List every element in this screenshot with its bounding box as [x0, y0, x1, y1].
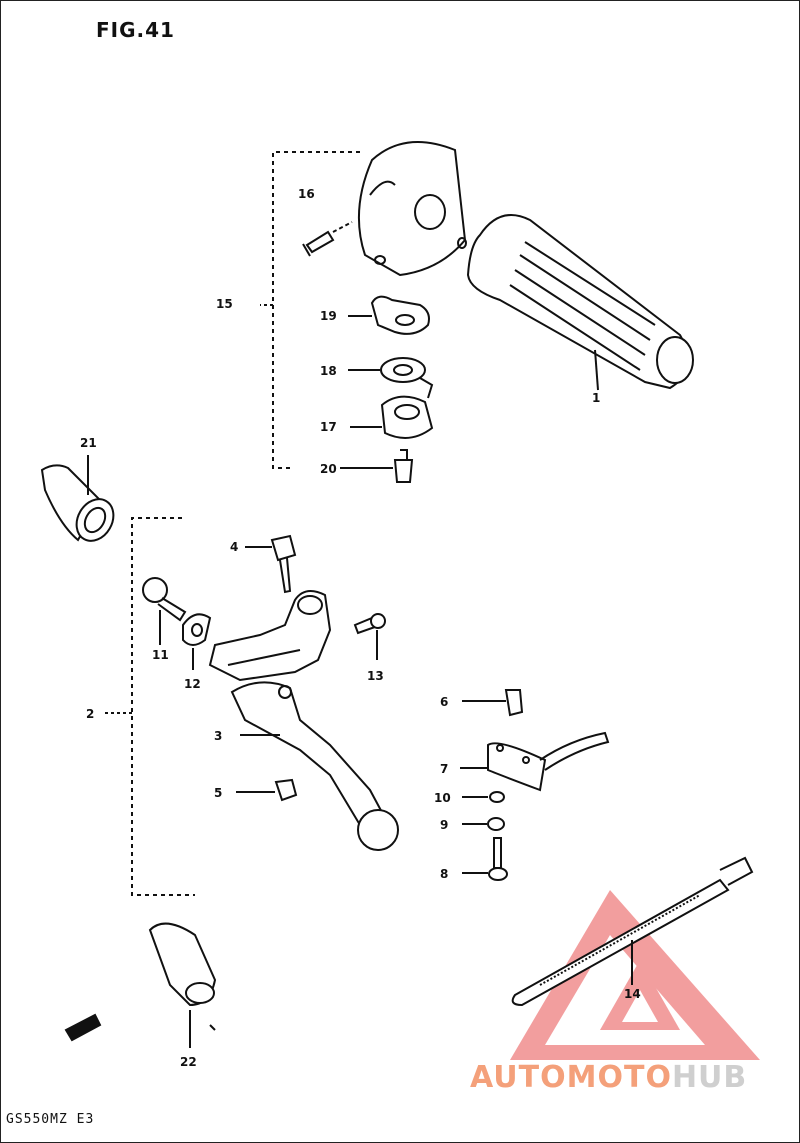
callout-7: 7 — [440, 762, 448, 776]
callout-17: 17 — [320, 420, 337, 434]
watermark-text-part2: HUB — [671, 1060, 748, 1095]
bracket-2 — [131, 517, 195, 896]
lever-holder — [208, 590, 332, 682]
callout-labels: 1 2 3 4 5 6 7 8 9 10 11 12 13 14 15 16 1… — [80, 187, 641, 1069]
part-18-washer — [348, 357, 434, 399]
callout-22: 22 — [180, 1055, 197, 1069]
nut-5 — [236, 778, 298, 802]
part-20-screw — [340, 449, 414, 483]
nut-12 — [182, 613, 212, 670]
callout-8: 8 — [440, 867, 448, 881]
model-code: GS550MZ E3 — [6, 1112, 95, 1127]
callout-1: 1 — [592, 391, 600, 405]
watermark-logo — [510, 890, 760, 1060]
part-21-boot — [40, 455, 115, 542]
callout-20: 20 — [320, 462, 337, 476]
handlebar-grip — [466, 214, 694, 391]
callout-11: 11 — [152, 648, 169, 662]
callout-3: 3 — [214, 729, 222, 743]
watermark-text: AUTOMOTOHUB — [470, 1060, 747, 1095]
screw-8 — [462, 837, 508, 881]
lever-3 — [230, 681, 399, 851]
part-17 — [350, 395, 434, 439]
part-22-boot — [148, 922, 217, 1048]
callout-2: 2 — [86, 707, 94, 721]
callout-19: 19 — [320, 309, 337, 323]
callout-16: 16 — [298, 187, 315, 201]
callout-13: 13 — [367, 669, 384, 683]
callout-15: 15 — [216, 297, 233, 311]
callout-4: 4 — [230, 540, 238, 554]
part-6 — [462, 689, 524, 717]
bolt-4 — [245, 534, 297, 594]
washer-10 — [462, 791, 505, 803]
switch-housing — [357, 141, 467, 277]
watermark-text-part1: AUTOMOTO — [470, 1060, 672, 1095]
bolt-11 — [142, 577, 187, 645]
screw-13 — [353, 613, 386, 660]
part-7-switch — [460, 731, 610, 792]
callout-9: 9 — [440, 818, 448, 832]
callout-6: 6 — [440, 695, 448, 709]
direction-arrow-icon — [64, 1013, 102, 1042]
callout-14: 14 — [624, 987, 641, 1001]
figure-title: FIG.41 — [96, 18, 175, 42]
callout-18: 18 — [320, 364, 337, 378]
screw-16 — [302, 221, 353, 257]
callout-10: 10 — [434, 791, 451, 805]
callout-12: 12 — [184, 677, 201, 691]
part-19 — [348, 295, 430, 335]
callout-21: 21 — [80, 436, 97, 450]
callout-5: 5 — [214, 786, 222, 800]
part-14-band — [511, 856, 754, 1007]
washer-9 — [462, 817, 505, 831]
bracket-15 — [272, 151, 360, 469]
